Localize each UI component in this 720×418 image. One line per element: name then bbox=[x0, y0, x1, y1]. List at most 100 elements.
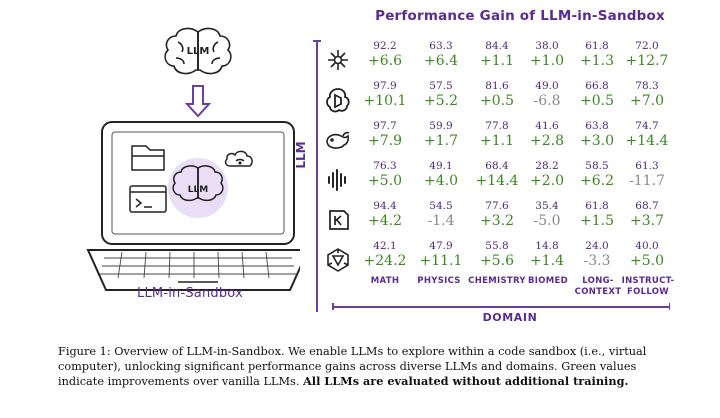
gain-value: +12.7 bbox=[625, 53, 669, 69]
table-cell: 28.2+2.0 bbox=[518, 160, 576, 190]
gain-value: +11.1 bbox=[419, 253, 463, 269]
caption-bold-text: All LLMs are evaluated without additiona… bbox=[303, 374, 629, 388]
table-row: 92.2+6.6 63.3+6.4 84.4+1.1 38.0+1.0 61.8… bbox=[320, 40, 680, 84]
gain-value: +6.6 bbox=[368, 53, 402, 69]
base-score: 59.9 bbox=[429, 120, 453, 132]
model-1-logo-icon bbox=[328, 50, 348, 70]
table-row: 94.4+4.2 54.5-1.4 77.6+3.2 35.4-5.0 61.8… bbox=[320, 200, 680, 244]
base-score: 72.0 bbox=[635, 40, 659, 52]
table-cell: 72.0+12.7 bbox=[618, 40, 676, 70]
domain-axis-label: DOMAIN bbox=[482, 311, 538, 324]
table-cell: 24.0-3.3 bbox=[568, 240, 626, 270]
base-score: 41.6 bbox=[535, 120, 559, 132]
llm-axis-line bbox=[313, 40, 320, 312]
base-score: 40.0 bbox=[635, 240, 659, 252]
table-cell: 81.6+0.5 bbox=[468, 80, 526, 110]
domain-label-biomed: BIOMED bbox=[517, 276, 579, 287]
gain-value: +14.4 bbox=[475, 173, 519, 189]
brain-icon bbox=[164, 27, 232, 75]
table-cell: 61.8+1.5 bbox=[568, 200, 626, 230]
llm-axis-label: LLM bbox=[294, 141, 308, 169]
gain-value: +5.0 bbox=[630, 253, 664, 269]
brain-label-screen: LLM bbox=[188, 185, 208, 195]
table-cell: 76.3+5.0 bbox=[356, 160, 414, 190]
table-cell: 84.4+1.1 bbox=[468, 40, 526, 70]
base-score: 63.3 bbox=[429, 40, 453, 52]
base-score: 97.9 bbox=[373, 80, 397, 92]
figure-1: LLM bbox=[86, 8, 680, 324]
base-score: 54.5 bbox=[429, 200, 453, 212]
table-row: 42.1+24.2 47.9+11.1 55.8+5.6 14.8+1.4 24… bbox=[320, 240, 680, 284]
table-cell: 77.8+1.1 bbox=[468, 120, 526, 150]
k-logo-icon bbox=[329, 210, 349, 230]
table-cell: 63.3+6.4 bbox=[412, 40, 470, 70]
domain-label-line: CHEMISTRY bbox=[468, 276, 526, 286]
gain-value: +5.6 bbox=[480, 253, 514, 269]
base-score: 84.4 bbox=[485, 40, 509, 52]
gain-value: +4.2 bbox=[368, 213, 402, 229]
base-score: 61.8 bbox=[585, 200, 609, 212]
table-cell: 61.8+1.3 bbox=[568, 40, 626, 70]
base-score: 81.6 bbox=[485, 80, 509, 92]
domain-label-instruct-follow: INSTRUCT-FOLLOW bbox=[617, 276, 679, 298]
table-cell: 59.9+1.7 bbox=[412, 120, 470, 150]
base-score: 77.8 bbox=[485, 120, 509, 132]
table-cell: 47.9+11.1 bbox=[412, 240, 470, 270]
gain-value: -11.7 bbox=[629, 173, 665, 189]
llm-sandbox-illustration: LLM bbox=[86, 27, 300, 291]
table-cell: 35.4-5.0 bbox=[518, 200, 576, 230]
qwen-logo-icon bbox=[327, 248, 349, 272]
base-score: 42.1 bbox=[373, 240, 397, 252]
gain-value: +5.0 bbox=[368, 173, 402, 189]
domain-label-line: MATH bbox=[370, 276, 400, 286]
gain-value: +1.7 bbox=[424, 133, 458, 149]
gain-value: +6.4 bbox=[424, 53, 458, 69]
gain-value: +7.0 bbox=[630, 93, 664, 109]
folder-icon bbox=[131, 145, 165, 171]
cloud-wifi-icon bbox=[224, 150, 253, 167]
gain-value: +7.9 bbox=[368, 133, 402, 149]
base-score: 78.3 bbox=[635, 80, 659, 92]
base-score: 14.8 bbox=[535, 240, 559, 252]
base-score: 57.5 bbox=[429, 80, 453, 92]
base-score: 35.4 bbox=[535, 200, 559, 212]
table-cell: 14.8+1.4 bbox=[518, 240, 576, 270]
base-score: 92.2 bbox=[373, 40, 397, 52]
table-cell: 63.8+3.0 bbox=[568, 120, 626, 150]
domain-label-line: INSTRUCT- bbox=[621, 276, 675, 286]
gain-value: +4.0 bbox=[424, 173, 458, 189]
gain-value: +0.5 bbox=[580, 93, 614, 109]
domain-label-chemistry: CHEMISTRY bbox=[466, 276, 528, 287]
table-cell: 54.5-1.4 bbox=[412, 200, 470, 230]
base-score: 58.5 bbox=[585, 160, 609, 172]
gain-value: +24.2 bbox=[363, 253, 407, 269]
gain-value: +2.8 bbox=[530, 133, 564, 149]
waveform-logo-icon bbox=[328, 169, 346, 191]
table-cell: 68.7+3.7 bbox=[618, 200, 676, 230]
gain-value: +14.4 bbox=[625, 133, 669, 149]
domain-label-math: MATH bbox=[354, 276, 416, 287]
table-row: 97.7+7.9 59.9+1.7 77.8+1.1 41.6+2.8 63.8… bbox=[320, 120, 680, 164]
table-cell: 49.0-6.8 bbox=[518, 80, 576, 110]
base-score: 47.9 bbox=[429, 240, 453, 252]
gain-value: +1.5 bbox=[580, 213, 614, 229]
table-row: 76.3+5.0 49.1+4.0 68.4+14.4 28.2+2.0 58.… bbox=[320, 160, 680, 204]
panel-title: Performance Gain of LLM-in-Sandbox bbox=[375, 8, 665, 24]
gain-value: +1.4 bbox=[530, 253, 564, 269]
table-cell: 58.5+6.2 bbox=[568, 160, 626, 190]
table-cell: 55.8+5.6 bbox=[468, 240, 526, 270]
base-score: 61.3 bbox=[635, 160, 659, 172]
gain-value: +1.1 bbox=[480, 133, 514, 149]
figure-caption: Figure 1: Overview of LLM-in-Sandbox. We… bbox=[58, 344, 662, 389]
gain-value: +1.1 bbox=[480, 53, 514, 69]
base-score: 76.3 bbox=[373, 160, 397, 172]
base-score: 55.8 bbox=[485, 240, 509, 252]
table-cell: 41.6+2.8 bbox=[518, 120, 576, 150]
base-score: 61.8 bbox=[585, 40, 609, 52]
base-score: 74.7 bbox=[635, 120, 659, 132]
base-score: 49.1 bbox=[429, 160, 453, 172]
gain-value: +2.0 bbox=[530, 173, 564, 189]
table-cell: 97.9+10.1 bbox=[356, 80, 414, 110]
gain-value: +10.1 bbox=[363, 93, 407, 109]
domain-label-line: LONG- bbox=[582, 276, 614, 286]
